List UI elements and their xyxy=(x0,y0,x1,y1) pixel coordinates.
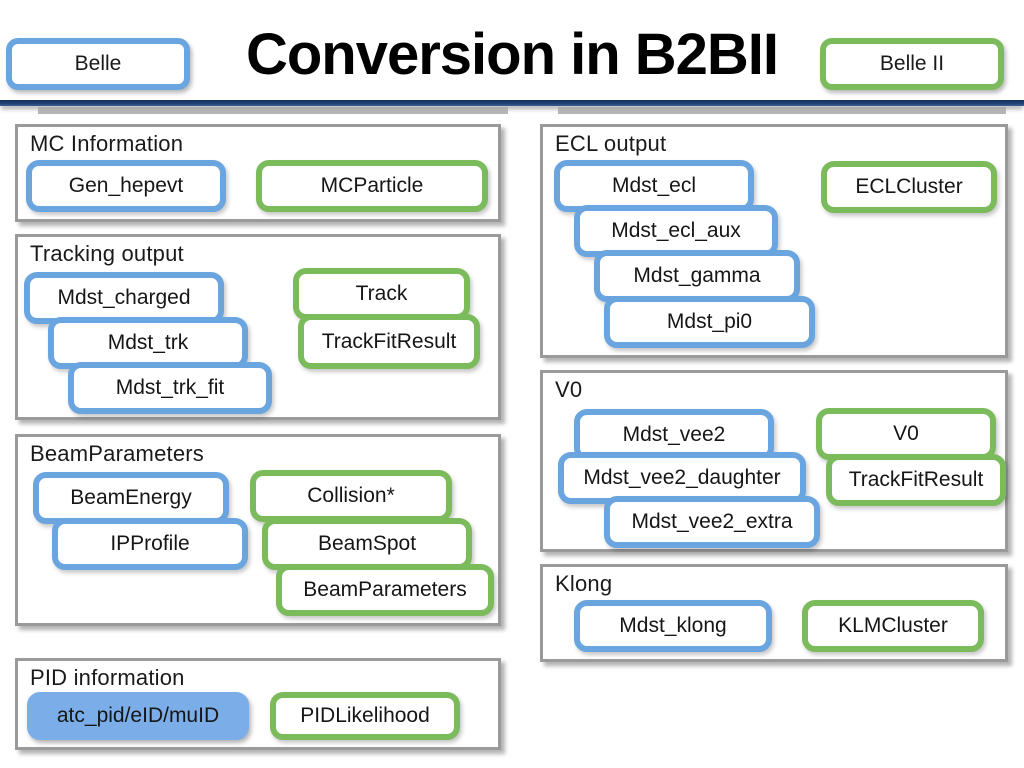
node-label: Mdst_trk xyxy=(107,331,189,354)
node-mcparticle[interactable]: MCParticle xyxy=(256,160,488,212)
node-label: BeamSpot xyxy=(317,532,417,555)
node-label: BeamParameters xyxy=(303,578,467,601)
legend-belle: Belle xyxy=(6,38,190,90)
header-divider xyxy=(0,100,1024,106)
panel-title-ecl-output: ECL output xyxy=(555,131,667,156)
node-label: KLMCluster xyxy=(838,614,948,637)
node-mdst-klong[interactable]: Mdst_klong xyxy=(574,600,772,652)
node-collision[interactable]: Collision* xyxy=(250,470,452,522)
node-label: atc_pid/eID/muID xyxy=(56,704,220,727)
node-label: Mdst_klong xyxy=(619,614,727,637)
node-eclcluster[interactable]: ECLCluster xyxy=(821,161,997,213)
node-trackfitresult-tracking[interactable]: TrackFitResult xyxy=(298,314,480,369)
panel-title-pid-information: PID information xyxy=(30,665,185,690)
node-label: Track xyxy=(355,282,408,305)
header-divider-shadow-right xyxy=(558,107,1006,114)
node-label: Gen_hepevt xyxy=(68,174,184,197)
node-trackfitresult-v0[interactable]: TrackFitResult xyxy=(826,454,1006,506)
node-mdst-ecl[interactable]: Mdst_ecl xyxy=(554,160,754,212)
node-pidlikelihood[interactable]: PIDLikelihood xyxy=(270,692,460,740)
panel-title-tracking-output: Tracking output xyxy=(30,241,184,266)
panel-title-beamparameters: BeamParameters xyxy=(30,441,204,466)
node-mdst-gamma[interactable]: Mdst_gamma xyxy=(594,250,800,302)
node-beamspot[interactable]: BeamSpot xyxy=(262,518,472,570)
node-beamenergy[interactable]: BeamEnergy xyxy=(33,472,229,524)
node-label: Mdst_pi0 xyxy=(666,310,753,333)
node-label: Mdst_ecl_aux xyxy=(611,219,741,242)
node-label: TrackFitResult xyxy=(848,468,984,491)
node-label: BeamEnergy xyxy=(70,486,192,509)
node-gen-hepevt[interactable]: Gen_hepevt xyxy=(26,160,226,212)
legend-belle2: Belle II xyxy=(820,38,1004,90)
node-atc-pid-eid-muid[interactable]: atc_pid/eID/muID xyxy=(27,692,249,740)
node-ipprofile[interactable]: IPProfile xyxy=(52,518,248,570)
node-label: Mdst_vee2 xyxy=(622,423,726,446)
node-label: ECLCluster xyxy=(855,175,963,198)
node-label: Mdst_charged xyxy=(57,286,191,309)
node-track[interactable]: Track xyxy=(293,268,470,320)
node-label: Mdst_vee2_daughter xyxy=(583,466,781,489)
node-label: Mdst_vee2_extra xyxy=(631,510,793,533)
node-label: PIDLikelihood xyxy=(300,704,430,727)
header-divider-shadow-left xyxy=(38,107,508,114)
node-v0[interactable]: V0 xyxy=(816,408,996,460)
panel-title-mc-information: MC Information xyxy=(30,131,184,156)
node-klmcluster[interactable]: KLMCluster xyxy=(802,600,984,652)
node-label: V0 xyxy=(893,422,919,445)
legend-belle2-label: Belle II xyxy=(879,52,945,75)
node-mdst-vee2-extra[interactable]: Mdst_vee2_extra xyxy=(604,496,820,548)
node-label: IPProfile xyxy=(110,532,190,555)
node-label: Mdst_trk_fit xyxy=(115,376,225,399)
node-mdst-ecl-aux[interactable]: Mdst_ecl_aux xyxy=(574,205,778,257)
panel-title-v0: V0 xyxy=(555,377,583,402)
node-label: MCParticle xyxy=(320,174,424,197)
node-label: Collision* xyxy=(307,484,395,507)
node-mdst-trk-fit[interactable]: Mdst_trk_fit xyxy=(68,362,272,414)
page-title: Conversion in B2BII xyxy=(245,22,779,87)
legend-belle-label: Belle xyxy=(74,52,122,75)
node-label: TrackFitResult xyxy=(321,329,457,353)
node-beamparameters[interactable]: BeamParameters xyxy=(276,564,494,616)
node-mdst-pi0[interactable]: Mdst_pi0 xyxy=(604,296,815,348)
node-label: Mdst_ecl xyxy=(611,174,697,197)
node-label: Mdst_gamma xyxy=(633,264,761,287)
panel-title-klong: Klong xyxy=(555,571,613,596)
